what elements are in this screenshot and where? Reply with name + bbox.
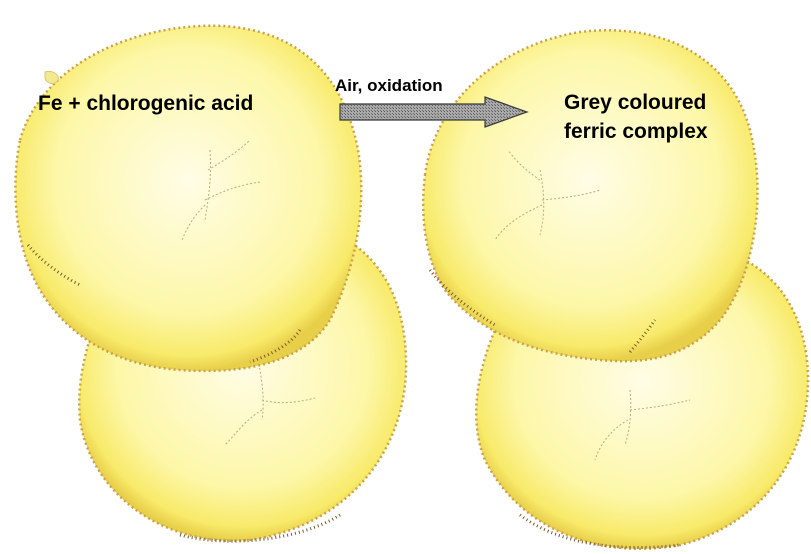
left-front-slice <box>15 26 361 371</box>
right-front-slice <box>423 30 757 361</box>
process-label: Air, oxidation <box>335 76 443 96</box>
product-label: Grey coloured ferric complex <box>564 88 784 146</box>
oxidation-arrow <box>340 97 527 127</box>
product-label-line2: ferric complex <box>564 117 784 146</box>
product-label-line1: Grey coloured <box>564 88 784 117</box>
reactant-label: Fe + chlorogenic acid <box>38 92 253 116</box>
